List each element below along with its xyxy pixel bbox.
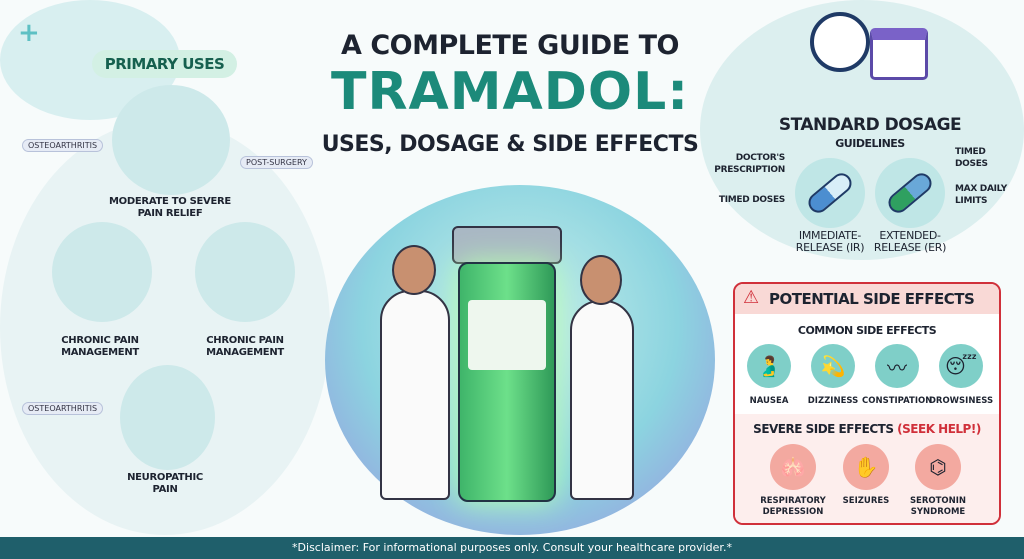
nausea-icon: 🫃 bbox=[747, 344, 791, 388]
clock-icon bbox=[810, 12, 870, 72]
tag-osteoarthritis: OSTEOARTHRITIS bbox=[22, 139, 104, 152]
severe-respiratory: RESPIRATORY DEPRESSION bbox=[760, 496, 826, 517]
severe-serotonin: SEROTONIN SYNDROME bbox=[909, 496, 967, 517]
use-pain-relief: MODERATE TO SEVERE PAIN RELIEF bbox=[109, 196, 231, 219]
pill-bottle bbox=[458, 262, 556, 502]
common-nausea: NAUSEA bbox=[749, 396, 789, 406]
hand-tremor-icon: ✋ bbox=[843, 444, 889, 490]
tag-post-surgery: POST-SURGERY bbox=[240, 156, 313, 169]
ir-label: IMMEDIATE-RELEASE (IR) bbox=[795, 229, 865, 254]
drowsiness-icon: 😴 bbox=[939, 344, 983, 388]
ir-note-prescription: DOCTOR'S PRESCRIPTION bbox=[714, 153, 785, 175]
molecule-icon: ⌬ bbox=[915, 444, 961, 490]
side-effects-heading: POTENTIAL SIDE EFFECTS bbox=[769, 290, 975, 308]
doctor-female bbox=[570, 300, 634, 500]
chronic-pain-illustration bbox=[195, 222, 295, 322]
dizziness-icon: 💫 bbox=[811, 344, 855, 388]
severe-heading-row: SEVERE SIDE EFFECTS (SEEK HELP!) bbox=[735, 422, 999, 436]
lungs-icon: 🫁 bbox=[770, 444, 816, 490]
pain-relief-illustration bbox=[112, 85, 230, 195]
title-line2: TRAMADOL: bbox=[330, 62, 690, 122]
use-neuropathic: NEUROPATHIC PAIN bbox=[127, 472, 203, 495]
footer-bar bbox=[0, 537, 1024, 559]
bottle-label bbox=[468, 300, 546, 370]
dosage-heading: STANDARD DOSAGE bbox=[778, 115, 962, 135]
calendar-icon bbox=[870, 28, 928, 80]
ir-note-timed: TIMED DOSES bbox=[718, 195, 785, 205]
severe-seizures: SEIZURES bbox=[842, 496, 890, 506]
common-drowsiness: DROWSINESS bbox=[928, 396, 994, 406]
er-label: EXTENDED-RELEASE (ER) bbox=[873, 229, 947, 254]
severe-heading: SEVERE SIDE EFFECTS bbox=[753, 422, 894, 436]
doctor-female-head bbox=[580, 255, 622, 305]
use-chronic-pain: CHRONIC PAIN MANAGEMENT bbox=[61, 335, 139, 358]
side-effects-panel: ⚠ POTENTIAL SIDE EFFECTS COMMON SIDE EFF… bbox=[733, 282, 1001, 525]
er-note-timed: TIMED DOSES bbox=[955, 147, 988, 169]
title-line3: USES, DOSAGE & SIDE EFFECTS bbox=[321, 132, 699, 157]
common-dizziness: DIZZINESS bbox=[807, 396, 859, 406]
severe-note: (SEEK HELP!) bbox=[897, 422, 981, 436]
warning-icon: ⚠ bbox=[743, 287, 760, 308]
common-constipation: CONSTIPATION bbox=[862, 396, 933, 406]
use-chronic-pain: CHRONIC PAIN MANAGEMENT bbox=[206, 335, 284, 358]
pill-bottle-cap bbox=[452, 226, 562, 264]
plus-icon: + bbox=[18, 18, 40, 48]
tag-osteoarthritis: OSTEOARTHRITIS bbox=[22, 402, 104, 415]
doctor-male-head bbox=[392, 245, 436, 295]
common-heading: COMMON SIDE EFFECTS bbox=[797, 324, 937, 337]
er-note-max: MAX DAILY LIMITS bbox=[955, 184, 1007, 206]
dosage-subheading: GUIDELINES bbox=[835, 137, 905, 150]
primary-uses-heading: PRIMARY USES bbox=[92, 50, 237, 78]
constipation-icon: 〰 bbox=[875, 344, 919, 388]
neuropathic-illustration bbox=[120, 365, 215, 470]
side-effects-header bbox=[735, 284, 999, 314]
doctor-male bbox=[380, 290, 450, 500]
chronic-pain-illustration bbox=[52, 222, 152, 322]
title-line1: A COMPLETE GUIDE TO bbox=[341, 30, 679, 61]
disclaimer: *Disclaimer: For informational purposes … bbox=[292, 541, 732, 554]
